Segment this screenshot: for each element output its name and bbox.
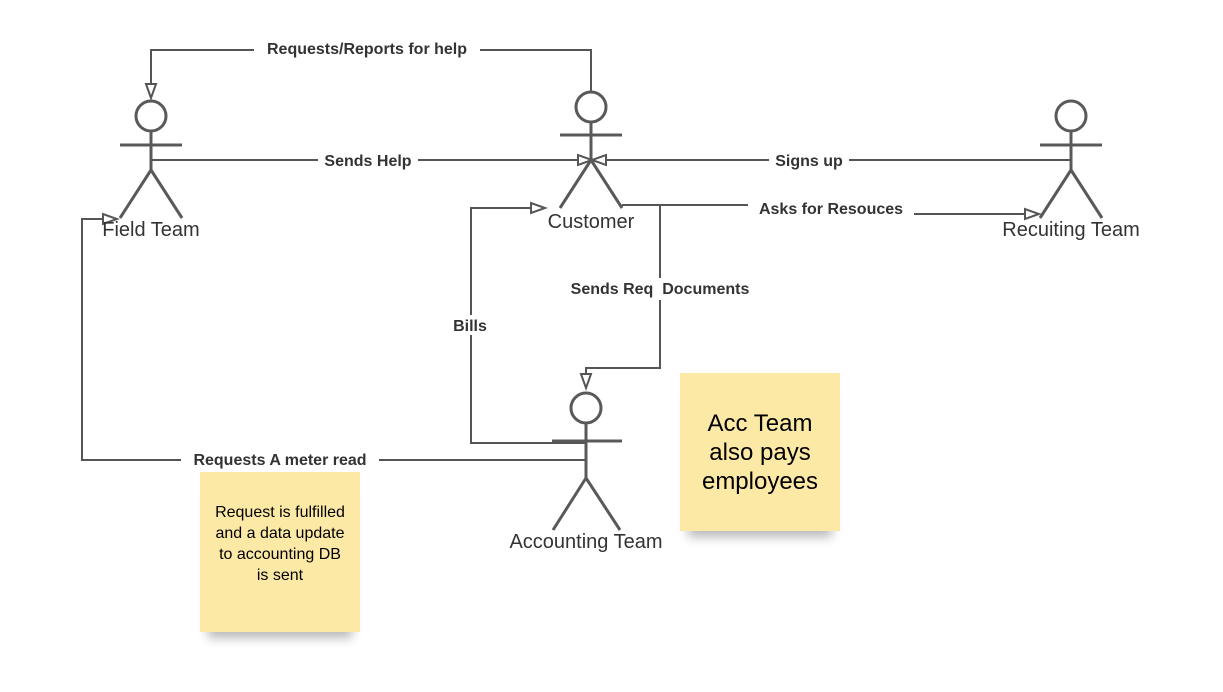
actor-label: Customer bbox=[548, 211, 635, 233]
actor-label: Recuiting Team bbox=[1002, 219, 1139, 241]
edge-label-signs-up: Signs up bbox=[775, 153, 843, 170]
note-line: and a data update bbox=[215, 525, 345, 542]
arrowhead bbox=[530, 201, 548, 215]
arrowhead bbox=[577, 153, 595, 167]
edge-label-sends-req-documents: Sends Req Documents bbox=[571, 281, 750, 298]
edge-label-sends-help: Sends Help bbox=[324, 153, 411, 170]
note-line: employees bbox=[701, 467, 819, 495]
note-text: Acc Team also pays employees bbox=[702, 409, 818, 496]
note-line: is sent bbox=[256, 567, 304, 584]
note-line: to accounting DB bbox=[219, 546, 341, 563]
edge-sends-req-documents bbox=[585, 204, 661, 374]
edge-label-asks-resources: Asks for Resouces bbox=[759, 201, 903, 218]
actor-label: Field Team bbox=[102, 219, 199, 241]
note-line: Acc Team bbox=[707, 409, 813, 437]
edge-meter-read bbox=[81, 218, 586, 461]
edge-label-requests-reports: Requests/Reports for help bbox=[267, 41, 467, 58]
actor-accounting-team[interactable]: Accounting Team bbox=[509, 391, 663, 553]
edge-label-meter-read: Requests A meter read bbox=[193, 452, 366, 469]
sticky-note-acc-team[interactable]: Acc Team also pays employees bbox=[680, 373, 840, 531]
note-line: also pays bbox=[709, 438, 811, 466]
arrowhead bbox=[1024, 207, 1042, 221]
arrowhead bbox=[589, 153, 607, 167]
actor-customer[interactable]: Customer bbox=[548, 90, 635, 233]
note-line: Request is fulfilled bbox=[215, 504, 345, 521]
actor-recruiting-team[interactable]: Recuiting Team bbox=[1002, 99, 1140, 241]
arrowhead bbox=[579, 373, 593, 391]
arrowhead bbox=[144, 83, 158, 101]
note-text: Request is fulfilled and a data update t… bbox=[215, 502, 345, 586]
actor-label: Accounting Team bbox=[509, 531, 662, 553]
arrowhead bbox=[102, 212, 120, 226]
sticky-note-request-fulfilled[interactable]: Request is fulfilled and a data update t… bbox=[200, 472, 360, 632]
edge-label-bills: Bills bbox=[453, 318, 487, 335]
actor-field-team[interactable]: Field Team bbox=[102, 99, 200, 241]
